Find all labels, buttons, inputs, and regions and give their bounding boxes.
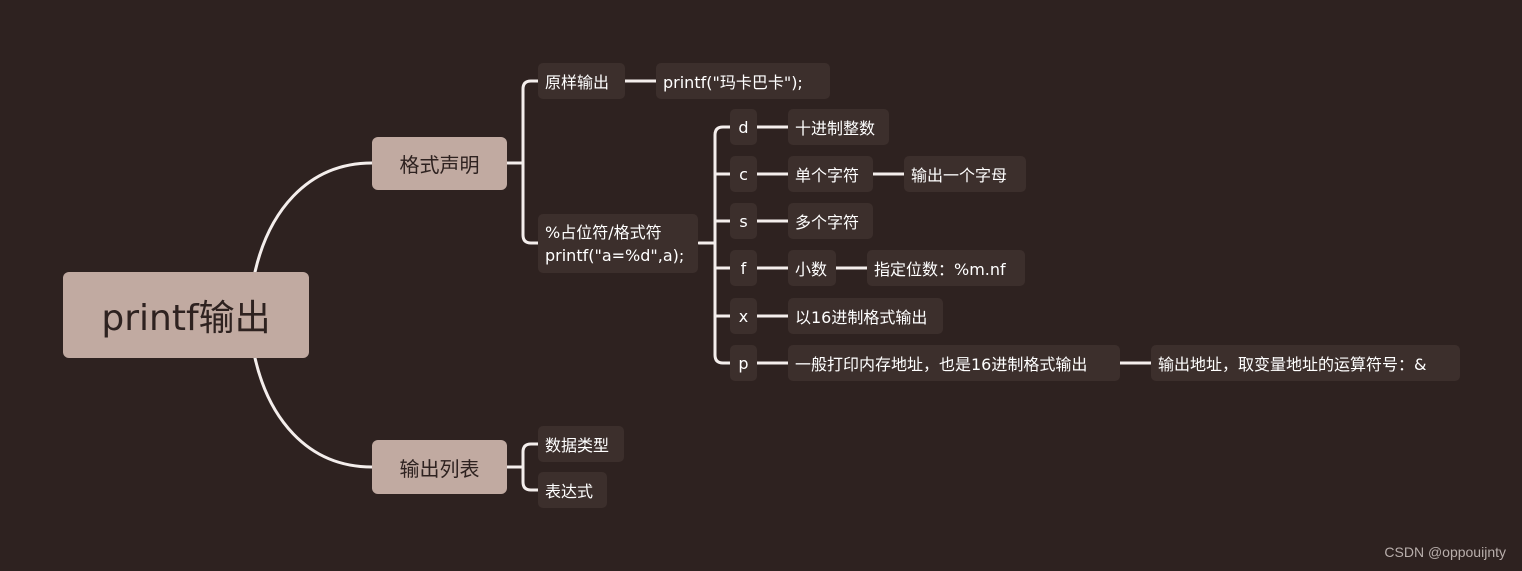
node-spec-x-label: x — [738, 306, 749, 326]
node-raw-output-example-label: printf("玛卡巴卡"); — [663, 73, 803, 92]
node-data-type-label: 数据类型 — [545, 436, 610, 455]
node-spec-s-desc-label: 多个字符 — [795, 213, 860, 232]
node-spec-s-label: s — [739, 211, 748, 231]
connector-placeholder-bracket — [697, 125, 732, 365]
root-node-label: printf输出 — [101, 298, 271, 339]
node-spec-c-desc[interactable]: 单个字符 — [788, 156, 873, 192]
node-spec-c-label: c — [739, 164, 748, 184]
node-spec-d-desc-label: 十进制整数 — [795, 119, 876, 138]
node-spec-c-note-label: 输出一个字母 — [911, 166, 1008, 185]
node-spec-p-note-label: 输出地址，取变量地址的运算符号：& — [1158, 355, 1427, 374]
node-spec-d[interactable]: d — [730, 109, 757, 145]
node-expression-label: 表达式 — [545, 482, 594, 501]
node-spec-p-desc-label: 一般打印内存地址，也是16进制格式输出 — [795, 355, 1088, 374]
node-expression[interactable]: 表达式 — [538, 472, 607, 508]
node-spec-f-desc-label: 小数 — [795, 260, 828, 279]
node-spec-p-label: p — [738, 353, 749, 373]
node-spec-x-desc[interactable]: 以16进制格式输出 — [788, 298, 943, 334]
node-spec-f-desc[interactable]: 小数 — [788, 250, 836, 286]
branch-format-declaration[interactable]: 格式声明 — [372, 137, 507, 190]
node-raw-output-example[interactable]: printf("玛卡巴卡"); — [656, 63, 830, 99]
node-spec-x[interactable]: x — [730, 298, 757, 334]
connector-root-format — [253, 161, 374, 274]
node-raw-output-label: 原样输出 — [545, 73, 610, 92]
node-spec-d-desc[interactable]: 十进制整数 — [788, 109, 889, 145]
node-spec-f[interactable]: f — [730, 250, 757, 286]
node-spec-f-label: f — [740, 258, 747, 278]
branch-format-declaration-label: 格式声明 — [399, 153, 480, 177]
node-spec-f-note-label: 指定位数：%m.nf — [874, 260, 1006, 279]
watermark: CSDN @oppouijnty — [1384, 544, 1506, 560]
branch-output-list[interactable]: 输出列表 — [372, 440, 507, 494]
connector-output-bracket — [505, 442, 540, 492]
node-spec-f-note[interactable]: 指定位数：%m.nf — [867, 250, 1025, 286]
node-spec-p-note[interactable]: 输出地址，取变量地址的运算符号：& — [1151, 345, 1460, 381]
node-spec-d-label: d — [738, 117, 749, 137]
connector-root-output — [253, 356, 374, 469]
branch-output-list-label: 输出列表 — [399, 456, 480, 481]
node-placeholder[interactable]: %占位符/格式符 printf("a=%d",a); — [538, 214, 698, 273]
node-spec-c[interactable]: c — [730, 156, 757, 192]
node-placeholder-line2: printf("a=%d",a); — [545, 245, 685, 265]
node-spec-s-desc[interactable]: 多个字符 — [788, 203, 873, 239]
node-spec-p-desc[interactable]: 一般打印内存地址，也是16进制格式输出 — [788, 345, 1120, 381]
node-raw-output[interactable]: 原样输出 — [538, 63, 625, 99]
root-node[interactable]: printf输出 — [63, 272, 309, 358]
node-spec-c-note[interactable]: 输出一个字母 — [904, 156, 1026, 192]
node-spec-p[interactable]: p — [730, 345, 757, 381]
node-spec-s[interactable]: s — [730, 203, 757, 239]
node-data-type[interactable]: 数据类型 — [538, 426, 624, 462]
node-spec-x-desc-label: 以16进制格式输出 — [795, 308, 928, 327]
connector-format-bracket — [505, 79, 540, 245]
node-spec-c-desc-label: 单个字符 — [795, 166, 860, 185]
node-placeholder-line1: %占位符/格式符 — [545, 222, 662, 242]
